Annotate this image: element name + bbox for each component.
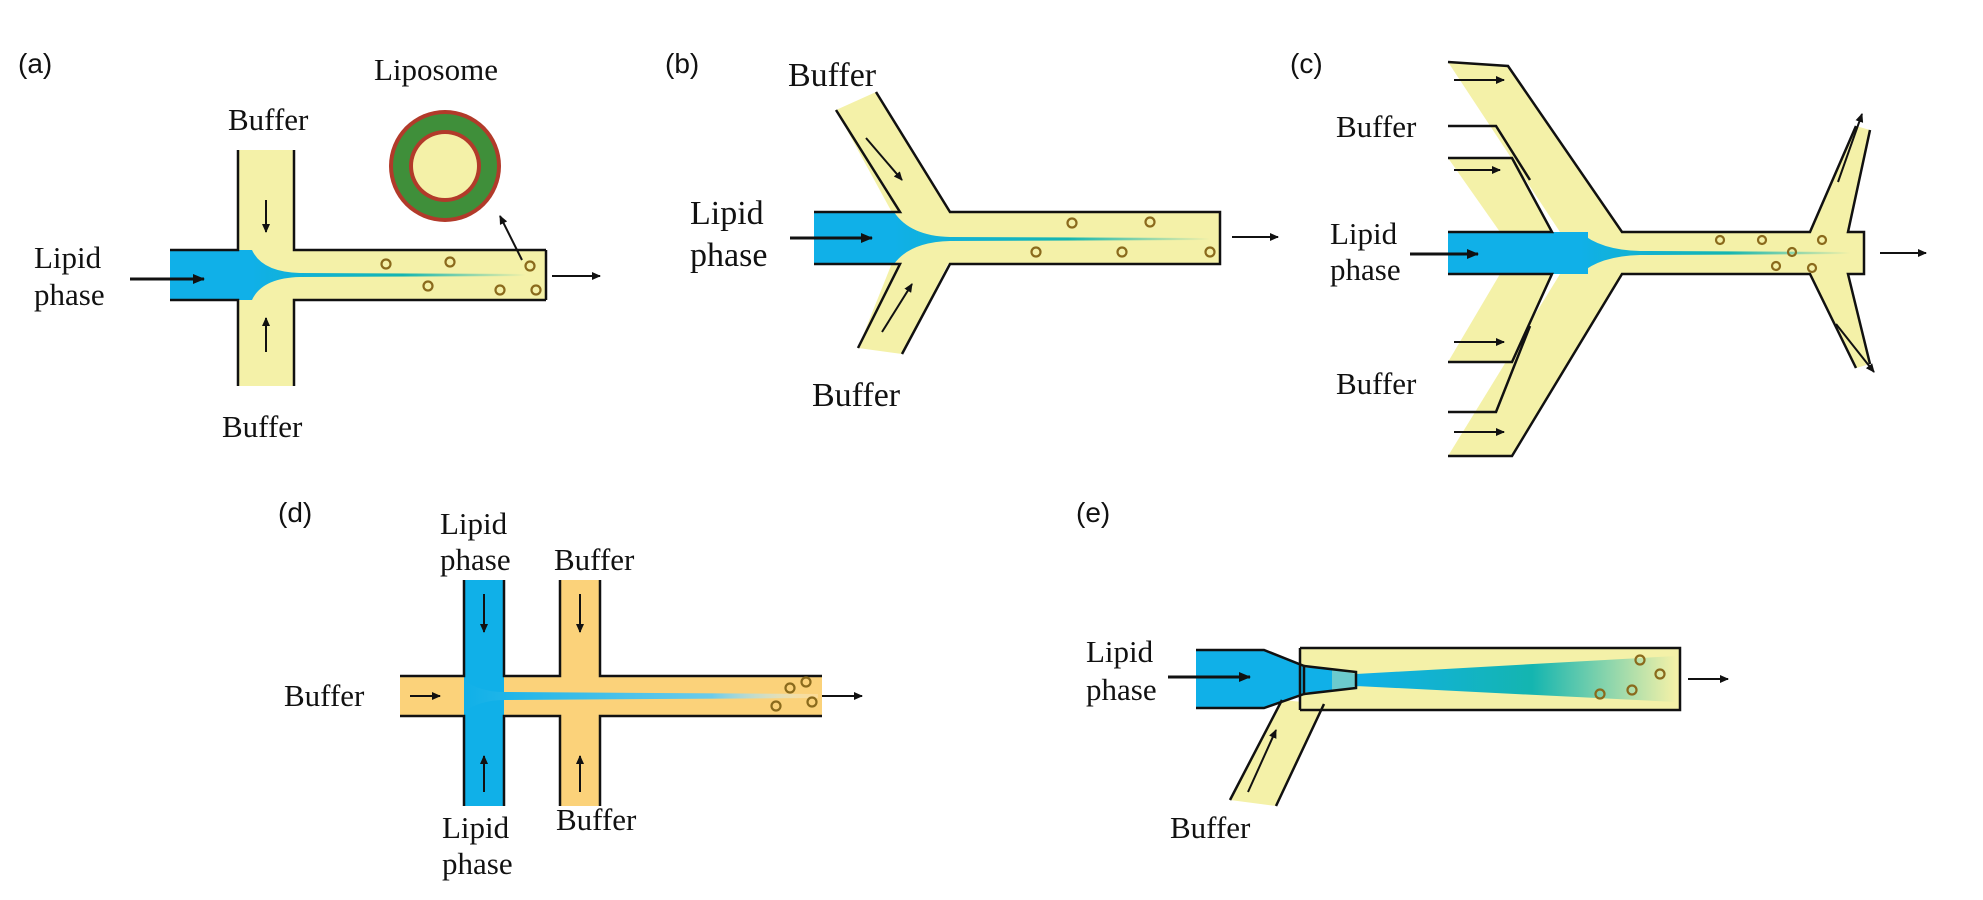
panel-d: (d) Lipid phase Buffer Buffer Lipid phas… (278, 497, 863, 881)
panel-d-tag: (d) (278, 497, 312, 528)
panel-b-lipid-label-line2: phase (690, 237, 767, 274)
lipid-inlet-e (1196, 650, 1306, 708)
panel-c-buffer-top-label: Buffer (1336, 109, 1417, 144)
lipid-inlet-a (170, 250, 252, 300)
liposome-illustration (389, 110, 501, 222)
panel-a: (a) Buffer Buffer Lipid ph (18, 48, 601, 444)
panel-e-tag: (e) (1076, 497, 1110, 528)
panel-d-top-lipid-label-line2: phase (440, 542, 511, 577)
panel-e-buffer-label: Buffer (1170, 810, 1251, 845)
panel-c-buffer-bottom-label: Buffer (1336, 366, 1417, 401)
panel-b: (b) Buffer Buffer Lipid phase (665, 48, 1279, 414)
panel-b-lipid-label-line1: Lipid (690, 195, 764, 232)
panel-e-lipid-label-line2: phase (1086, 672, 1157, 707)
panel-e-lipid-label-line1: Lipid (1086, 634, 1154, 669)
panel-c-lipid-label-line1: Lipid (1330, 216, 1398, 251)
panel-a-liposome-label: Liposome (374, 52, 498, 87)
panel-d-left-buffer-label: Buffer (284, 678, 365, 713)
panel-b-buffer-bottom-label: Buffer (812, 377, 901, 414)
panel-c-tag: (c) (1290, 48, 1323, 79)
panel-d-bottom-buffer-label: Buffer (556, 802, 637, 837)
panel-d-top-lipid-label-line1: Lipid (440, 506, 508, 541)
panel-c-lipid-label-line2: phase (1330, 252, 1401, 287)
panel-b-buffer-top-label: Buffer (788, 57, 877, 94)
panel-b-tag: (b) (665, 48, 699, 79)
panel-d-bottom-lipid-label-line1: Lipid (442, 810, 510, 845)
panel-d-top-buffer-label: Buffer (554, 542, 635, 577)
panel-a-tag: (a) (18, 48, 52, 79)
panel-d-bottom-lipid-label-line2: phase (442, 846, 513, 881)
panel-a-buffer-bottom-label: Buffer (222, 409, 303, 444)
panel-e: (e) Lipid phase Buffer (1076, 497, 1729, 845)
panel-a-lipid-label-line2: phase (34, 277, 105, 312)
panel-a-buffer-top-label: Buffer (228, 102, 309, 137)
panel-c: (c) Buffer Buffer Lipid (1290, 48, 1927, 458)
panel-a-lipid-label-line1: Lipid (34, 240, 102, 275)
